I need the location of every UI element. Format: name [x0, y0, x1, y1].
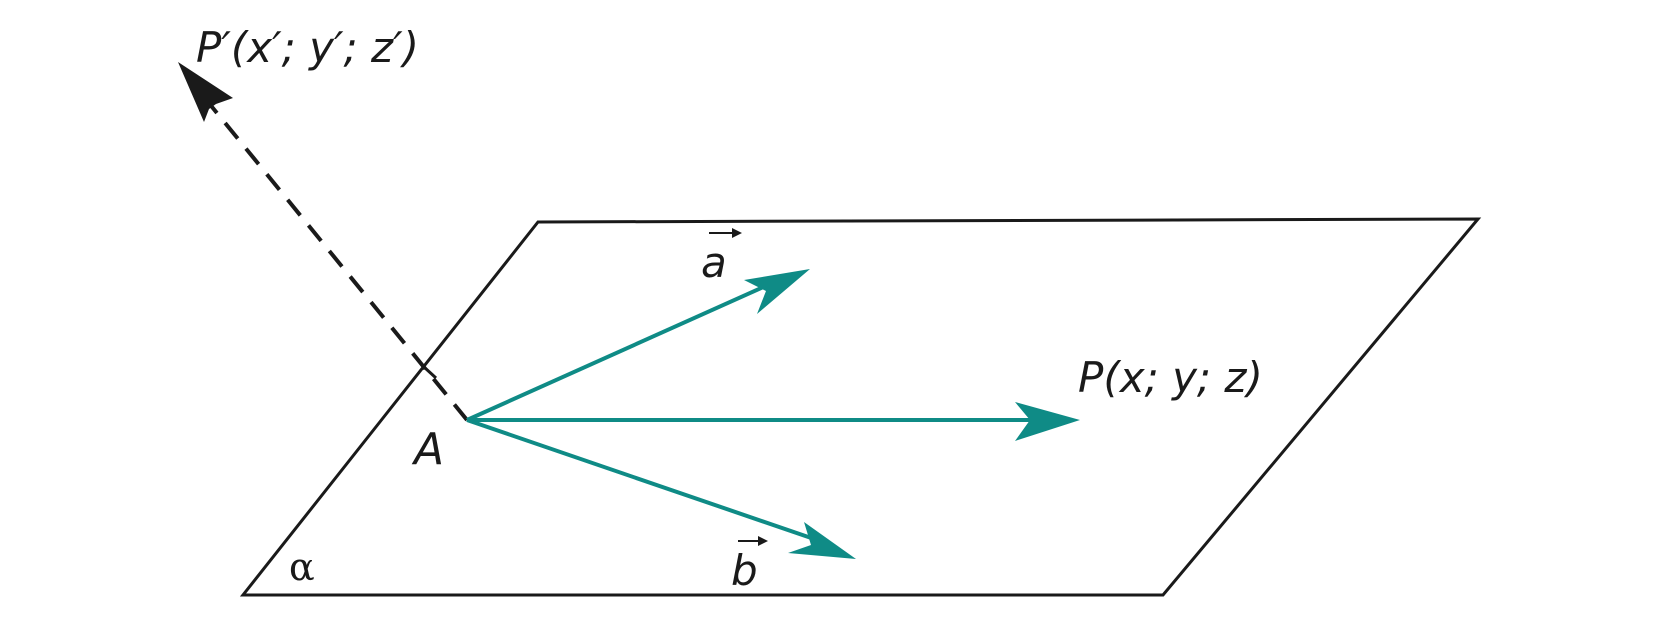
label-p: P(x; y; z) — [1078, 353, 1263, 402]
normal-dashed-line — [206, 100, 469, 422]
vector-a-line — [466, 282, 771, 422]
vector-b-line — [466, 418, 821, 543]
vector-a-overarrow-icon — [709, 228, 742, 238]
label-vector-b: b — [731, 546, 758, 595]
vector-a-arrowhead — [744, 269, 810, 314]
label-alpha: α — [289, 545, 315, 589]
vector-b-arrowhead — [788, 522, 856, 559]
plane-alpha — [239, 217, 1482, 597]
vector-b-overarrow-icon — [738, 536, 768, 546]
vector-ap-arrowhead — [1015, 402, 1080, 441]
label-point-a: A — [411, 424, 444, 475]
label-p-prime: P′(x′; y′; z′) — [196, 23, 419, 72]
perpendicular-mark — [422, 365, 438, 380]
label-vector-a: a — [701, 238, 727, 287]
normal-arrowhead — [178, 62, 233, 122]
